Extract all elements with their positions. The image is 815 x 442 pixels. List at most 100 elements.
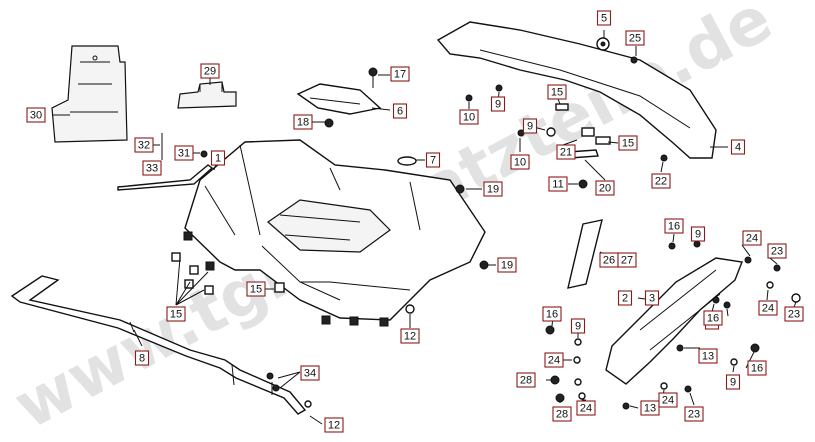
callout-box bbox=[490, 96, 506, 112]
callout-number: 31 bbox=[178, 148, 190, 160]
callout-number: 12 bbox=[404, 331, 416, 343]
callout-box bbox=[684, 406, 704, 422]
callout-23[interactable]: 23 bbox=[784, 306, 804, 322]
callout-box bbox=[246, 281, 266, 297]
callout-31[interactable]: 31 bbox=[174, 145, 194, 161]
callout-4[interactable]: 4 bbox=[730, 139, 746, 155]
callout-box bbox=[644, 290, 660, 306]
callout-10[interactable]: 10 bbox=[459, 109, 479, 125]
callout-24[interactable]: 24 bbox=[742, 230, 762, 246]
callout-number: 27 bbox=[621, 255, 633, 267]
callout-number: 9 bbox=[730, 377, 736, 389]
callout-number: 23 bbox=[688, 409, 700, 421]
callout-box bbox=[497, 257, 517, 273]
callout-24[interactable]: 24 bbox=[658, 392, 678, 408]
callout-18[interactable]: 18 bbox=[293, 114, 313, 130]
callout-13[interactable]: 13 bbox=[698, 348, 718, 364]
callout-32[interactable]: 32 bbox=[134, 137, 154, 153]
callout-8[interactable]: 8 bbox=[134, 350, 150, 366]
callout-number: 34 bbox=[304, 368, 316, 380]
callout-15[interactable]: 15 bbox=[618, 135, 638, 151]
callout-box bbox=[640, 400, 660, 416]
callout-box bbox=[730, 139, 746, 155]
callout-box bbox=[690, 226, 706, 242]
callout-19[interactable]: 19 bbox=[483, 181, 503, 197]
callout-6[interactable]: 6 bbox=[392, 103, 408, 119]
callout-5[interactable]: 5 bbox=[596, 10, 612, 26]
callout-33[interactable]: 33 bbox=[142, 160, 162, 176]
callout-16[interactable]: 16 bbox=[703, 310, 723, 326]
callout-30[interactable]: 30 bbox=[26, 107, 46, 123]
callout-box bbox=[542, 306, 562, 322]
callout-number: 9 bbox=[575, 321, 581, 333]
callout-16[interactable]: 16 bbox=[664, 218, 684, 234]
callout-24[interactable]: 24 bbox=[576, 400, 596, 416]
callout-29[interactable]: 29 bbox=[200, 63, 220, 79]
callout-number: 19 bbox=[501, 260, 513, 272]
callout-box bbox=[134, 137, 154, 153]
callout-number: 12 bbox=[328, 420, 340, 432]
callout-number: 25 bbox=[629, 33, 641, 45]
callout-box bbox=[522, 118, 538, 134]
callout-1[interactable]: 1 bbox=[210, 150, 226, 166]
callout-number: 15 bbox=[551, 87, 563, 99]
callout-23[interactable]: 23 bbox=[767, 243, 787, 259]
callout-15[interactable]: 15 bbox=[166, 306, 186, 322]
callout-16[interactable]: 16 bbox=[542, 306, 562, 322]
callout-15[interactable]: 15 bbox=[547, 84, 567, 100]
callout-number: 16 bbox=[546, 309, 558, 321]
callout-19[interactable]: 19 bbox=[497, 257, 517, 273]
callout-25[interactable]: 25 bbox=[625, 30, 645, 46]
callout-number: 7 bbox=[430, 155, 436, 167]
callout-22[interactable]: 22 bbox=[651, 173, 671, 189]
callout-box bbox=[747, 360, 767, 376]
callout-7[interactable]: 7 bbox=[425, 152, 441, 168]
callout-box bbox=[166, 306, 186, 322]
callout-12[interactable]: 12 bbox=[400, 328, 420, 344]
callout-13[interactable]: 13 bbox=[640, 400, 660, 416]
callout-3[interactable]: 3 bbox=[644, 290, 660, 306]
callout-21[interactable]: 21 bbox=[556, 144, 576, 160]
callout-27[interactable]: 27 bbox=[617, 252, 637, 268]
part-cover-plate bbox=[51, 45, 128, 143]
callout-20[interactable]: 20 bbox=[595, 180, 615, 196]
callout-labels: 1234567899999910101112121313151515151616… bbox=[26, 10, 804, 433]
callout-2[interactable]: 2 bbox=[617, 290, 633, 306]
callout-9[interactable]: 9 bbox=[725, 374, 741, 390]
callout-box bbox=[617, 290, 633, 306]
callout-34[interactable]: 34 bbox=[300, 365, 320, 381]
callout-number: 23 bbox=[771, 246, 783, 258]
callout-number: 9 bbox=[527, 121, 533, 133]
callout-number: 15 bbox=[170, 309, 182, 321]
callout-number: 9 bbox=[695, 229, 701, 241]
callout-24[interactable]: 24 bbox=[758, 300, 778, 316]
callout-28[interactable]: 28 bbox=[552, 406, 572, 422]
callout-23[interactable]: 23 bbox=[684, 406, 704, 422]
callout-box bbox=[664, 218, 684, 234]
callout-16[interactable]: 16 bbox=[747, 360, 767, 376]
callout-box bbox=[544, 352, 564, 368]
callout-9[interactable]: 9 bbox=[522, 118, 538, 134]
callout-number: 18 bbox=[297, 117, 309, 129]
callout-12[interactable]: 12 bbox=[324, 417, 344, 433]
callout-9[interactable]: 9 bbox=[490, 96, 506, 112]
callout-9[interactable]: 9 bbox=[690, 226, 706, 242]
callout-11[interactable]: 11 bbox=[548, 176, 568, 192]
callout-number: 2 bbox=[622, 293, 628, 305]
callout-number: 20 bbox=[599, 183, 611, 195]
callout-number: 13 bbox=[644, 403, 656, 415]
callout-number: 24 bbox=[548, 355, 560, 367]
callout-number: 26 bbox=[603, 255, 615, 267]
callout-number: 5 bbox=[601, 13, 607, 25]
callout-24[interactable]: 24 bbox=[544, 352, 564, 368]
callout-28[interactable]: 28 bbox=[516, 372, 536, 388]
callout-10[interactable]: 10 bbox=[510, 154, 530, 170]
callout-number: 32 bbox=[138, 140, 150, 152]
callout-17[interactable]: 17 bbox=[390, 66, 410, 82]
callout-26[interactable]: 26 bbox=[599, 252, 619, 268]
callout-15[interactable]: 15 bbox=[246, 281, 266, 297]
callout-number: 28 bbox=[520, 375, 532, 387]
callout-9[interactable]: 9 bbox=[570, 318, 586, 334]
part-strut bbox=[567, 219, 603, 289]
callout-number: 1 bbox=[215, 153, 221, 165]
